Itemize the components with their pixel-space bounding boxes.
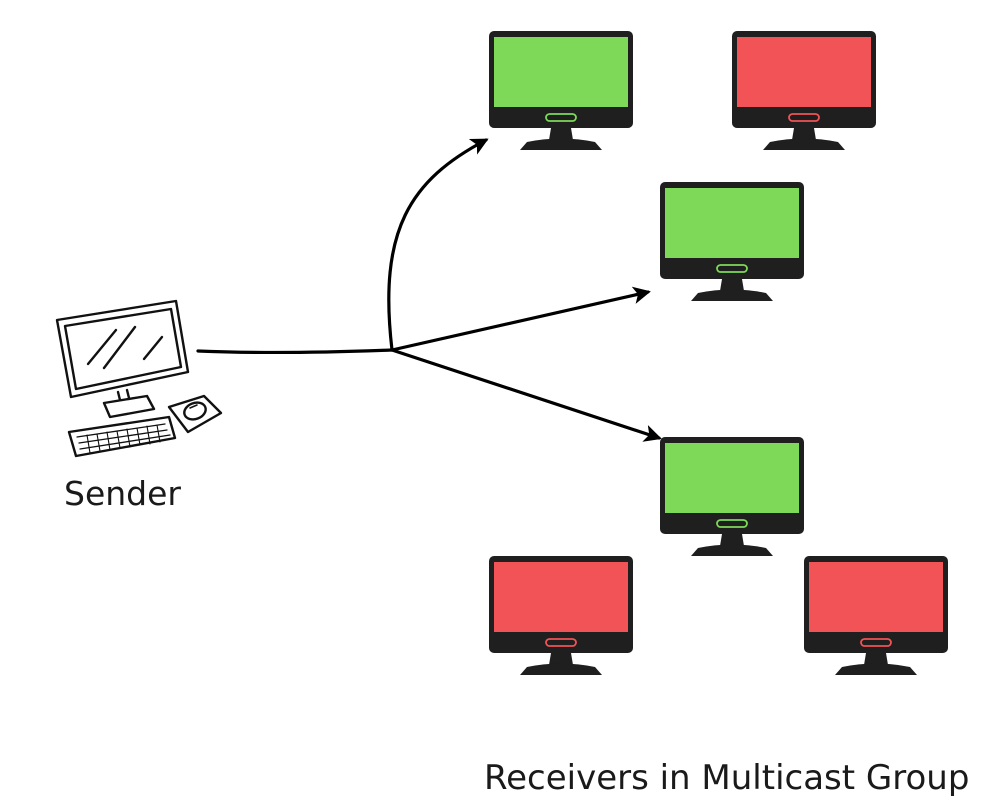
receiver-monitor-bottom-right xyxy=(804,556,948,675)
monitor-base xyxy=(691,544,773,556)
monitor-base xyxy=(691,289,773,301)
monitor-screen-in-group xyxy=(665,443,799,513)
sender-computer-icon xyxy=(55,299,223,458)
receiver-monitor-lower-middle xyxy=(660,437,804,556)
receivers-group xyxy=(489,31,948,675)
monitor-neck xyxy=(864,653,888,665)
arrow-to-top-left xyxy=(387,138,489,352)
monitor-power-led xyxy=(716,264,748,273)
arrows xyxy=(196,138,662,442)
monitor-neck xyxy=(549,128,573,140)
receiver-monitor-top-left xyxy=(489,31,633,150)
monitor-base xyxy=(835,663,917,675)
monitor-power-led xyxy=(860,638,892,647)
monitor-screen-in-group xyxy=(665,188,799,258)
arrow-to-upper-middle xyxy=(390,286,651,352)
monitor-screen-in-group xyxy=(494,37,628,107)
receivers-label: Receivers in Multicast Group xyxy=(484,758,970,798)
monitor-power-led xyxy=(788,113,820,122)
monitor-base xyxy=(763,138,845,150)
monitor-power-led xyxy=(545,113,577,122)
sender-label: Sender xyxy=(64,474,181,513)
monitor-power-led xyxy=(716,519,748,528)
receiver-monitor-bottom-left xyxy=(489,556,633,675)
monitor-base xyxy=(520,663,602,675)
monitor-screen-not-in-group xyxy=(737,37,871,107)
sender-trunk-line xyxy=(196,348,394,355)
monitor-neck xyxy=(720,279,744,291)
receiver-monitor-upper-middle xyxy=(660,182,804,301)
arrow-to-lower-middle xyxy=(390,348,662,442)
monitor-neck xyxy=(792,128,816,140)
monitor-screen-not-in-group xyxy=(809,562,943,632)
receiver-monitor-top-right xyxy=(732,31,876,150)
monitor-base xyxy=(520,138,602,150)
monitor-screen-not-in-group xyxy=(494,562,628,632)
monitor-neck xyxy=(720,534,744,546)
monitor-power-led xyxy=(545,638,577,647)
monitor-neck xyxy=(549,653,573,665)
